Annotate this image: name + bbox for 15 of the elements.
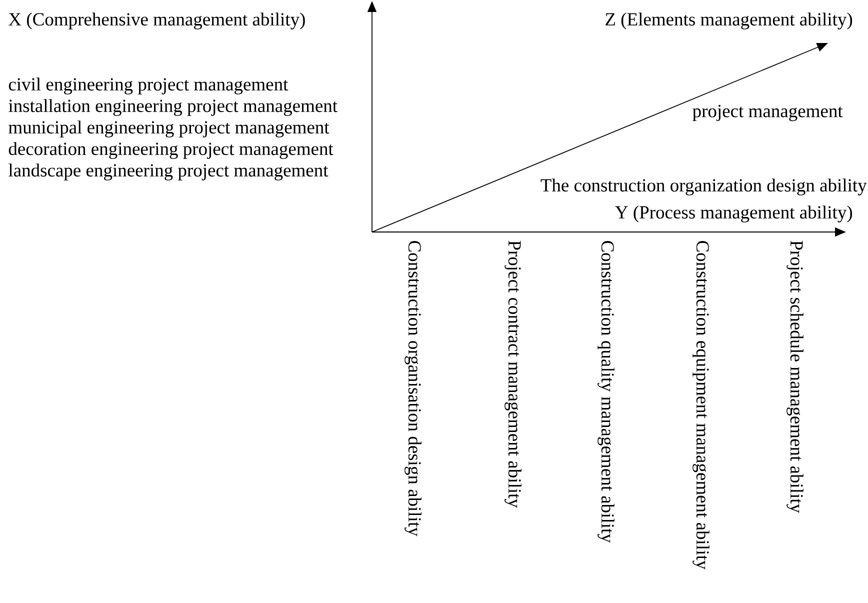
list-item: installation engineering project management (8, 99, 338, 116)
axis-title: Y (Process management ability) (615, 206, 852, 222)
axis-tick-label: Project contract management ability (504, 240, 522, 508)
axis-tick-label: Project schedule management ability (786, 240, 804, 513)
list-item: civil engineering project management (8, 78, 288, 94)
axis-tick-label: Construction quality management ability (598, 240, 614, 543)
axis-tick-label: Construction equipment management ability (692, 240, 710, 570)
list-item: landscape engineering project management (8, 164, 328, 180)
text-label: project management (692, 104, 843, 122)
axis-title: X (Comprehensive management ability) (8, 12, 305, 30)
list-item: municipal engineering project management (8, 120, 330, 138)
text-label: The construction organization design ability (540, 178, 867, 196)
axis-title: Z (Elements management ability) (606, 12, 852, 30)
list-item: decoration engineering project management (8, 142, 334, 159)
axis-tick-label: Construction organisation design ability (404, 240, 422, 536)
